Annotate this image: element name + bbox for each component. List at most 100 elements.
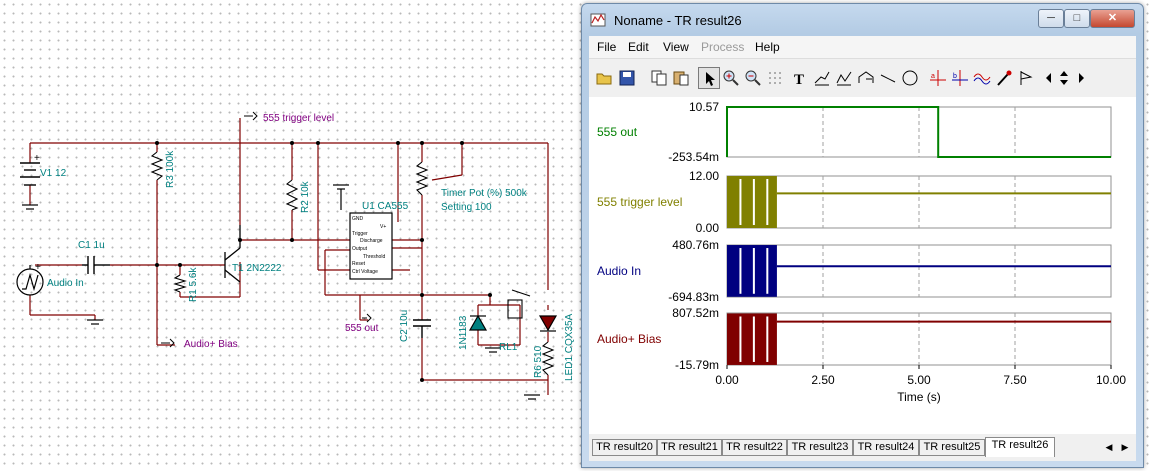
menu-edit[interactable]: Edit	[628, 40, 649, 54]
tab-tr-result21[interactable]: TR result21	[657, 439, 722, 456]
tab-tr-result23[interactable]: TR result23	[787, 439, 853, 456]
x-tick-label: 0.00	[715, 373, 739, 387]
open-icon[interactable]	[594, 67, 616, 89]
menu-help[interactable]: Help	[755, 40, 780, 54]
transistor-t1	[224, 225, 241, 283]
circle-icon[interactable]	[899, 67, 921, 89]
pointer-icon[interactable]	[698, 67, 720, 89]
trace-line-0	[726, 106, 1111, 158]
tab-tr-result20[interactable]: TR result20	[592, 439, 657, 456]
probe-icon[interactable]	[993, 67, 1015, 89]
line-icon[interactable]	[877, 67, 899, 89]
diode-1n1183	[468, 314, 488, 331]
zoom-in-icon[interactable]	[720, 67, 742, 89]
label-c2: C2 10u	[399, 310, 410, 342]
label-r6: R6 510	[533, 345, 544, 378]
label-d: 1N1183	[458, 315, 469, 350]
y-min-label-2: -694.83m	[668, 290, 719, 304]
x-tick-label: 7.50	[1003, 373, 1027, 387]
maximize-button[interactable]: □	[1064, 9, 1090, 28]
label-audio-in: Audio In	[47, 278, 84, 289]
y-min-label-3: -15.79m	[675, 358, 719, 372]
nav-right-icon[interactable]	[1073, 67, 1087, 89]
marker-b-icon[interactable]: b	[949, 67, 971, 89]
ic-u1	[349, 212, 393, 280]
paste-icon[interactable]	[670, 67, 692, 89]
pin-reset: Reset	[352, 261, 366, 267]
svg-text:T: T	[794, 72, 804, 87]
burst-block-1	[727, 176, 777, 228]
title-bar[interactable]: Noname - TR result26 ─ □ ✕	[582, 4, 1143, 36]
pin-vplus: V+	[380, 224, 386, 230]
tab-scroll-right-icon[interactable]: ▶	[1121, 442, 1129, 452]
app-icon	[590, 13, 606, 27]
cursor-b-icon[interactable]	[833, 67, 855, 89]
tab-tr-result22[interactable]: TR result22	[722, 439, 787, 456]
cursor-a-icon[interactable]	[811, 67, 833, 89]
plot-area[interactable]: 555 out 10.57 -253.54m 555 trigger level 12.…	[589, 97, 1136, 434]
window-title: Noname - TR result26	[614, 13, 742, 28]
tab-tr-result26[interactable]: TR result26	[985, 437, 1055, 457]
copy-icon[interactable]	[648, 67, 670, 89]
wave-icon[interactable]	[971, 67, 993, 89]
label-t1: T1 2N2222	[232, 263, 282, 274]
tab-tr-result24[interactable]: TR result24	[853, 439, 919, 456]
save-icon[interactable]	[616, 67, 638, 89]
zoom-out-icon[interactable]	[742, 67, 764, 89]
burst-block-2	[727, 245, 777, 297]
x-tick-label: 2.50	[811, 373, 835, 387]
label-trigger-probe: 555 trigger level	[263, 113, 334, 124]
menu-view[interactable]: View	[663, 40, 689, 54]
toolbar: T a b	[589, 58, 1136, 98]
trace-label-2: Audio In	[597, 264, 641, 278]
grid-icon[interactable]	[764, 67, 786, 89]
minimize-button[interactable]: ─	[1038, 9, 1064, 28]
schematic-drawing: V1 12 C1 1u Audio In T1 2N2222 U1 CA555 …	[16, 111, 575, 400]
label-led: LED1 CQX35A	[564, 313, 575, 381]
label-u1: U1 CA555	[362, 201, 409, 212]
menu-file[interactable]: File	[597, 40, 617, 54]
close-button[interactable]: ✕	[1090, 9, 1135, 28]
nav-updown-icon[interactable]	[1055, 67, 1073, 89]
result-window[interactable]: Noname - TR result26 ─ □ ✕ File Edit Vie…	[581, 3, 1144, 468]
step-icon[interactable]	[855, 67, 877, 89]
nav-left-icon[interactable]	[1041, 67, 1055, 89]
label-plus-src: +	[35, 262, 41, 273]
pin-gnd: GND	[352, 216, 364, 222]
window-client: File Edit View Process Help T a b	[589, 36, 1136, 461]
tab-bar: TR result20 TR result21 TR result22 TR r…	[589, 436, 1136, 458]
pin-threshold: Threshold	[363, 254, 385, 260]
trace-label-3: Audio+ Bias	[597, 332, 661, 346]
chart-svg: 555 out 10.57 -253.54m 555 trigger level 12.…	[597, 100, 1126, 404]
trace-label-0: 555 out	[597, 125, 638, 139]
x-axis-label: Time (s)	[897, 390, 941, 404]
svg-text:a: a	[931, 73, 935, 80]
tab-scroll-left-icon[interactable]: ◀	[1105, 442, 1113, 452]
battery-v1	[20, 162, 40, 186]
pin-discharge: Discharge	[360, 238, 383, 244]
y-max-label-1: 12.00	[689, 169, 719, 183]
pin-ctrl: Ctrl Voltage	[352, 269, 378, 275]
x-tick-label: 5.00	[907, 373, 931, 387]
label-c1: C1 1u	[78, 240, 105, 251]
y-max-label-0: 10.57	[689, 100, 719, 114]
marker-a-icon[interactable]: a	[927, 67, 949, 89]
y-min-label-0: -253.54m	[668, 150, 719, 164]
text-icon[interactable]: T	[789, 67, 811, 89]
menu-process[interactable]: Process	[701, 40, 745, 54]
flag-icon[interactable]	[1015, 67, 1037, 89]
pin-trigger: Trigger	[352, 231, 368, 237]
label-pot-setting: Setting 100	[441, 202, 492, 213]
relay-rl1	[507, 299, 523, 319]
label-r1: R1 5.6k	[188, 267, 199, 302]
tab-tr-result25[interactable]: TR result25	[919, 439, 985, 456]
pin-output: Output	[352, 246, 368, 252]
label-rl1: RL1	[499, 342, 518, 353]
led1	[538, 315, 558, 332]
label-bias-probe: Audio+ Bias	[184, 339, 238, 350]
trace-label-1: 555 trigger level	[597, 195, 682, 209]
y-min-label-1: 0.00	[696, 221, 720, 235]
burst-block-3	[727, 313, 777, 365]
label-out-probe: 555 out	[345, 323, 379, 334]
audio-source	[16, 265, 44, 296]
